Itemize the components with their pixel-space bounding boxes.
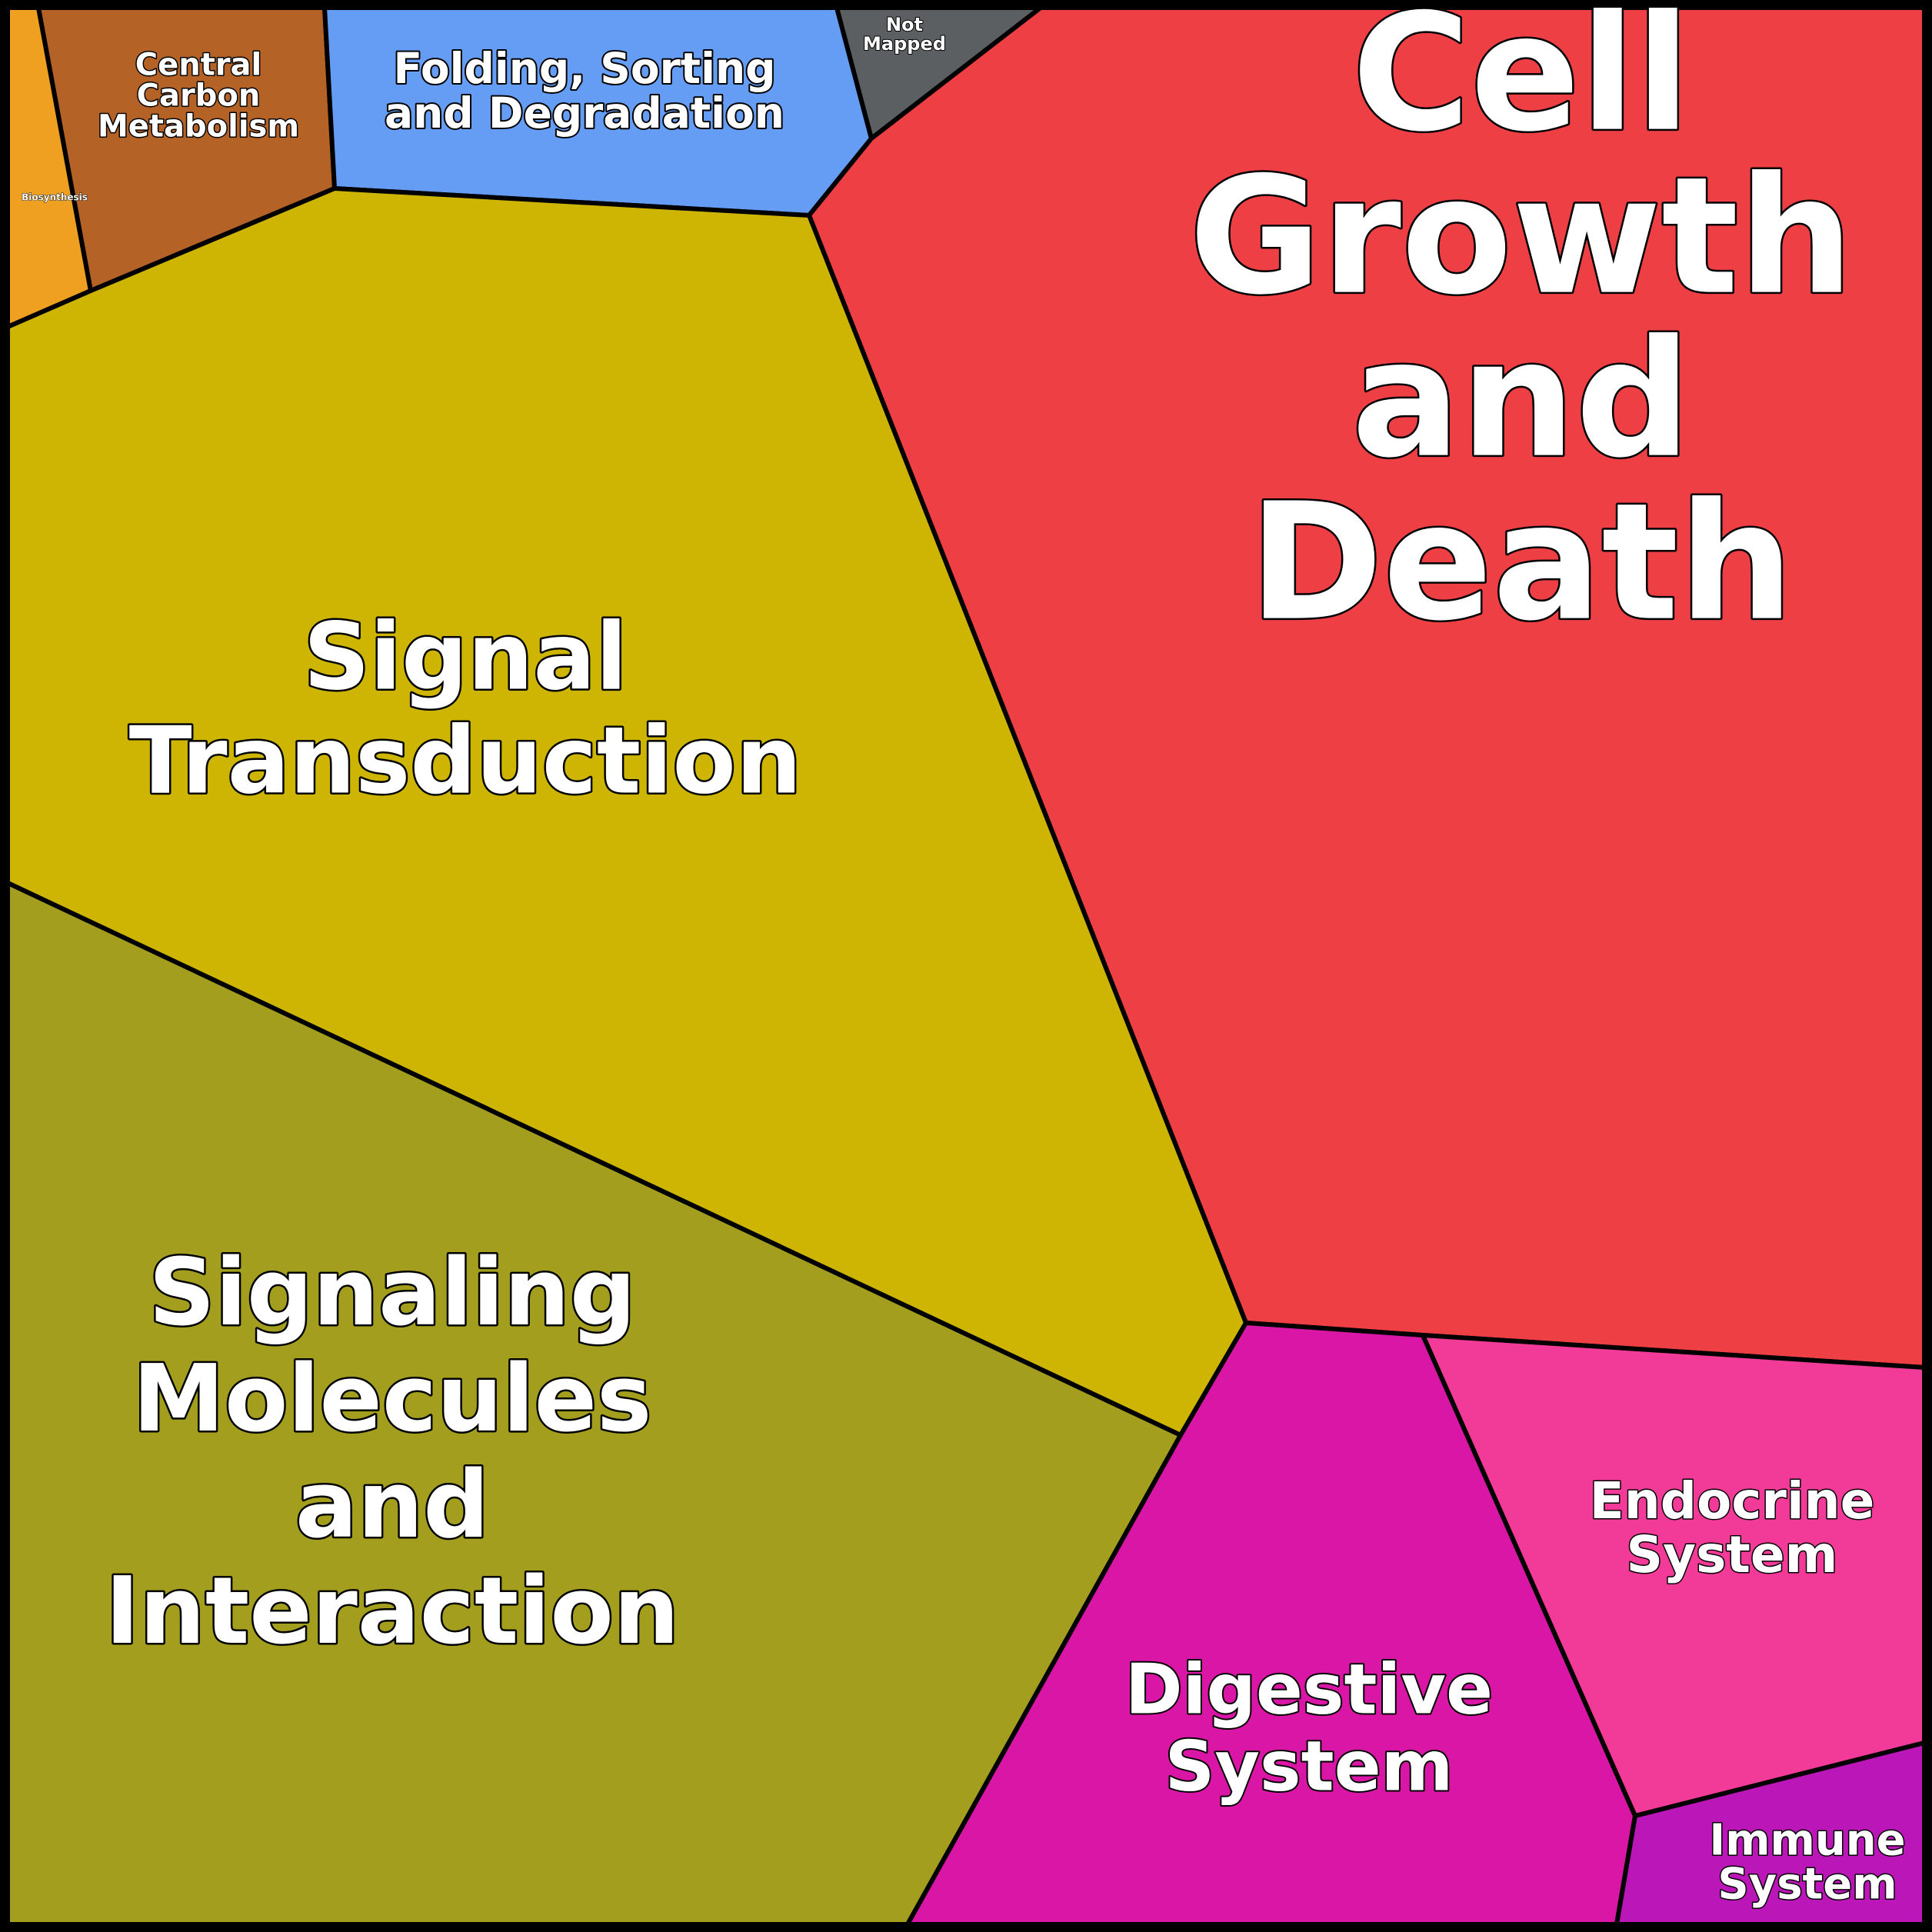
cell-label-line: Transduction (129, 708, 802, 815)
cell-label-line: Digestive (1125, 1649, 1493, 1730)
cell-label-line: Central (135, 47, 262, 82)
cell-label-line: Immune (1709, 1816, 1905, 1866)
cell-label-line: Mapped (863, 33, 946, 55)
cell-label-line: Biosynthesis (22, 192, 88, 202)
cell-label-line: Interaction (105, 1558, 679, 1665)
cell-label-line: Carbon (137, 78, 261, 113)
cell-label-line: Signal (304, 605, 628, 711)
cell-label-line: Cell (1352, 0, 1691, 168)
cell-label-line: Growth (1189, 142, 1854, 331)
cell-label-line: Folding, Sorting (394, 44, 776, 93)
cell-label-line: Molecules (133, 1346, 652, 1453)
cell-label-line: Death (1249, 468, 1794, 657)
cell-label-line: and (1351, 305, 1691, 494)
cell-label-line: Metabolism (98, 108, 299, 144)
cell-label-line: System (1717, 1860, 1897, 1910)
cell-label-line: System (1627, 1525, 1838, 1584)
cell-label-line: Not (886, 14, 923, 35)
cell-label-line: and (295, 1452, 489, 1559)
cell-label-line: System (1165, 1726, 1454, 1807)
cell-label-line: Endocrine (1590, 1471, 1875, 1531)
cell-label-line: Signaling (148, 1240, 635, 1347)
cell-label-line: and Degradation (385, 88, 784, 138)
cell-label-biosynthesis: Biosynthesis (22, 192, 88, 202)
